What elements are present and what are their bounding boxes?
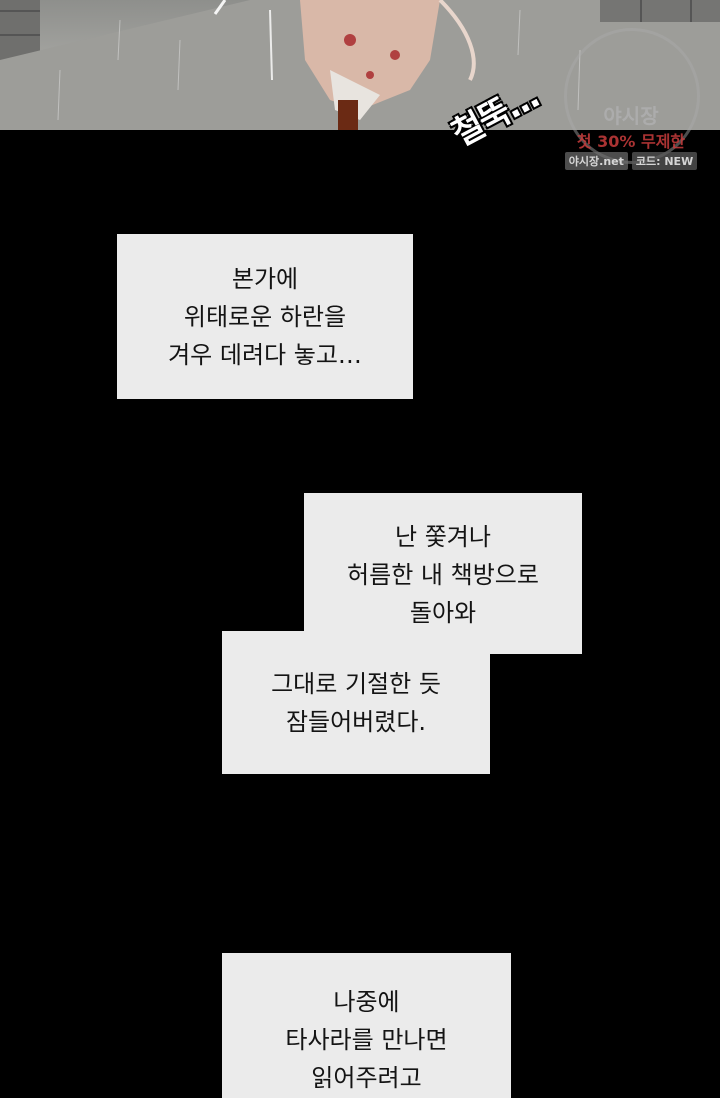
caption-box-2: 난 쫓겨나 허름한 내 책방으로 돌아와 — [304, 493, 582, 654]
caption-text: 그대로 기절한 듯 잠들어버렸다. — [271, 669, 441, 736]
caption-box-3: 그대로 기절한 듯 잠들어버렸다. — [222, 631, 490, 774]
watermark-code: 코드: NEW — [631, 152, 698, 170]
watermark-chips: 야시장.net 코드: NEW — [556, 152, 706, 170]
caption-box-1: 본가에 위태로운 하란을 겨우 데려다 놓고… — [117, 234, 413, 399]
caption-text: 난 쫓겨나 허름한 내 책방으로 돌아와 — [347, 522, 539, 627]
site-watermark: 야시장 첫 30% 무제한 야시장.net 코드: NEW — [556, 28, 706, 178]
watermark-site: 야시장.net — [564, 152, 628, 170]
caption-box-4: 나중에 타사라를 만나면 읽어주려고 — [222, 953, 511, 1098]
caption-text: 나중에 타사라를 만나면 읽어주려고 — [285, 988, 448, 1092]
caption-text: 본가에 위태로운 하란을 겨우 데려다 놓고… — [168, 264, 362, 369]
watermark-title: 야시장 — [603, 104, 659, 128]
rainy-street-illustration — [0, 0, 720, 130]
watermark-promo: 첫 30% 무제한 — [576, 132, 686, 151]
